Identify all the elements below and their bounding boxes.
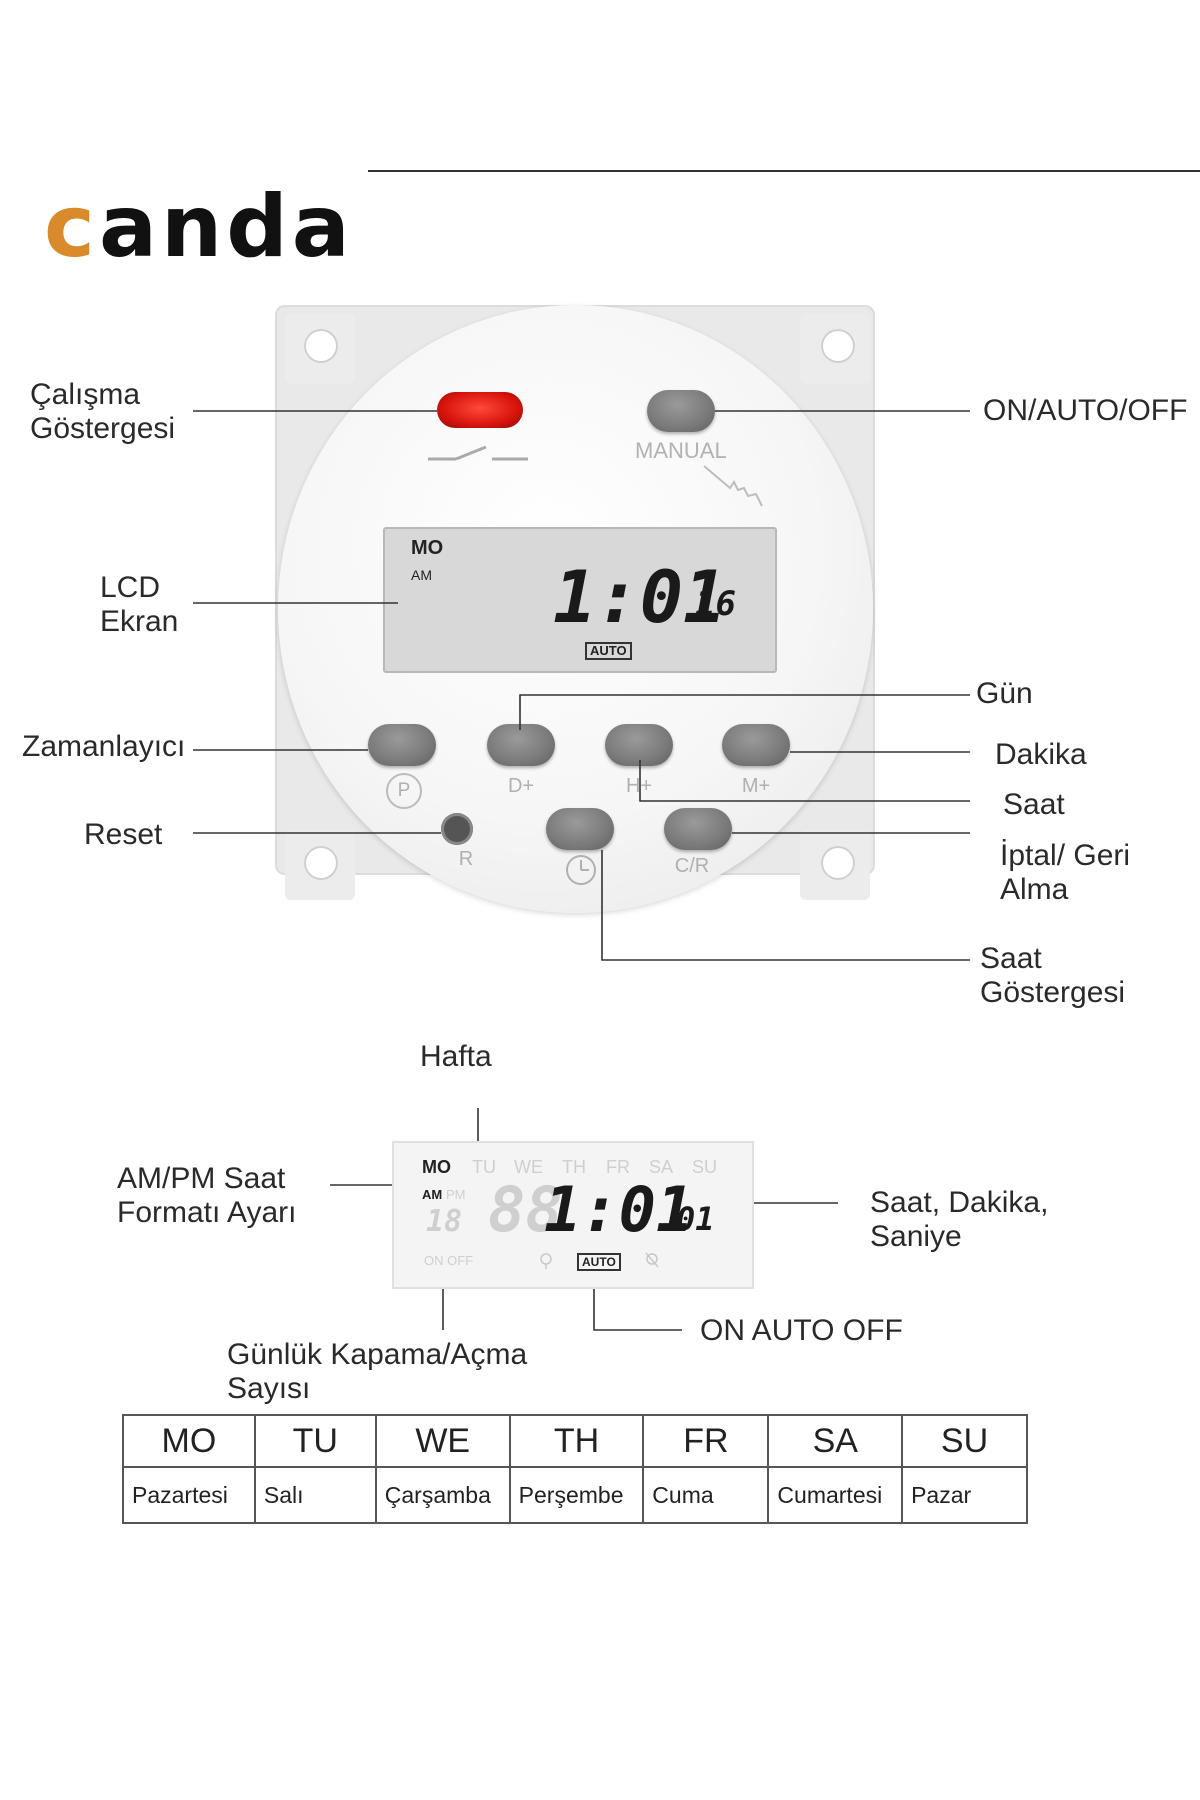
table-cell: Pazartesi (122, 1466, 256, 1524)
run-indicator-led (437, 392, 523, 428)
mount-hole (304, 846, 338, 880)
lcd2-bulb-on-icon (540, 1253, 552, 1269)
table-cell: SU (901, 1414, 1028, 1468)
lcd2-day-tu: TU (472, 1157, 496, 1177)
label-gostergesi: Göstergesi (980, 976, 1126, 1009)
table-cell: Çarşamba (374, 1466, 511, 1524)
table-cell: SA (767, 1414, 904, 1468)
label-sds: Saat, Dakika, (870, 1186, 1049, 1219)
brand-logo: canda (44, 177, 354, 277)
label-zamanlayici: Zamanlayıcı (22, 730, 186, 763)
lcd2-day-fr: FR (606, 1157, 630, 1177)
label-ampm: AM/PM Saat (117, 1162, 286, 1195)
label-saniye: Saniye (870, 1220, 962, 1253)
table-cell: TU (253, 1414, 377, 1468)
label-iptal: İptal/ Geri (1000, 839, 1131, 872)
lcd-day: MO (411, 537, 444, 559)
p-circle-label: P (386, 773, 422, 809)
table-cell: Cumartesi (767, 1466, 904, 1524)
clock-button[interactable] (546, 808, 614, 850)
table-cell: FR (642, 1414, 770, 1468)
table-row-abbr: MO TU WE TH FR SA SU (122, 1414, 1028, 1468)
label-sayisi: Sayısı (227, 1372, 311, 1405)
top-divider (368, 170, 1200, 172)
lcd2-on-off: ON OFF (424, 1253, 474, 1268)
label-saat: Saat (1003, 788, 1065, 821)
lcd-detail-panel: MO TU WE TH FR SA SU AM PM 18 88 1:01 01… (392, 1141, 754, 1289)
lcd2-ghost-hours: 88 (488, 1173, 563, 1246)
label-saat-gostergesi: Saat (980, 942, 1042, 975)
lcd2-day-we: WE (514, 1157, 543, 1177)
lcd2-day-su: SU (692, 1157, 718, 1177)
label-gun: Gün (976, 677, 1033, 710)
cr-label: C/R (674, 855, 710, 877)
table-cell: MO (122, 1414, 256, 1468)
mount-hole (821, 329, 855, 363)
d-plus-label: D+ (507, 775, 535, 797)
switch-symbol-icon (428, 445, 528, 461)
label-gunluk: Günlük Kapama/Açma (227, 1338, 528, 1371)
clock-icon (566, 855, 596, 885)
lcd2-day-mo: MO (422, 1157, 451, 1177)
lcd2-bulb-off-icon (645, 1252, 659, 1268)
label-hafta: Hafta (420, 1040, 492, 1073)
h-plus-label: H+ (625, 775, 653, 797)
reset-button[interactable] (441, 813, 473, 845)
table-cell: TH (508, 1414, 645, 1468)
mount-hole (304, 329, 338, 363)
day-plus-button[interactable] (487, 724, 555, 766)
lcd2-day-sa: SA (649, 1157, 674, 1177)
table-cell: WE (374, 1414, 511, 1468)
label-ampm-2: Formatı Ayarı (117, 1196, 297, 1229)
label-calisma-2: Göstergesi (30, 412, 176, 445)
table-cell: Cuma (642, 1466, 770, 1524)
label-calisma: Çalışma (30, 378, 141, 411)
m-plus-label: M+ (741, 775, 771, 797)
lcd2-program-number: 18 (426, 1204, 463, 1239)
table-cell: Salı (253, 1466, 377, 1524)
label-on-auto-off: ON/AUTO/OFF (983, 394, 1188, 427)
label-alma: Alma (1000, 873, 1069, 906)
lcd-ampm: AM (411, 567, 432, 583)
manual-label: MANUAL (635, 438, 727, 463)
table-row-names: Pazartesi Salı Çarşamba Perşembe Cuma Cu… (122, 1466, 1028, 1524)
lcd-time: 1:01 (553, 555, 727, 639)
lcd-display: MO AM 1:01 16 AUTO (383, 527, 777, 673)
lcd2-auto-badge: AUTO (577, 1253, 621, 1271)
lcd2-time: 1:01 (544, 1173, 694, 1246)
lcd2-pm: PM (446, 1187, 466, 1202)
day-abbreviation-table: MO TU WE TH FR SA SU Pazartesi Salı Çarş… (122, 1414, 1028, 1524)
table-cell: Pazar (901, 1466, 1028, 1524)
manual-button[interactable] (647, 390, 715, 432)
timer-p-button[interactable] (368, 724, 436, 766)
hour-plus-button[interactable] (605, 724, 673, 766)
label-reset: Reset (84, 818, 163, 851)
mount-hole (821, 846, 855, 880)
lcd2-am: AM (422, 1187, 443, 1202)
lcd-seconds: 16 (695, 584, 736, 624)
label-lcd: LCD (100, 571, 161, 604)
label-on-auto-off-lower: ON AUTO OFF (700, 1314, 903, 1347)
label-ekran: Ekran (100, 605, 179, 638)
lcd2-day-th: TH (562, 1157, 586, 1177)
r-label: R (458, 848, 474, 870)
minute-plus-button[interactable] (722, 724, 790, 766)
lcd-auto-badge: AUTO (585, 642, 632, 660)
table-cell: Perşembe (508, 1466, 645, 1524)
hand-pointer-icon (703, 465, 763, 507)
cancel-recall-button[interactable] (664, 808, 732, 850)
label-dakika: Dakika (995, 738, 1087, 771)
lcd2-seconds: 01 (676, 1200, 715, 1238)
